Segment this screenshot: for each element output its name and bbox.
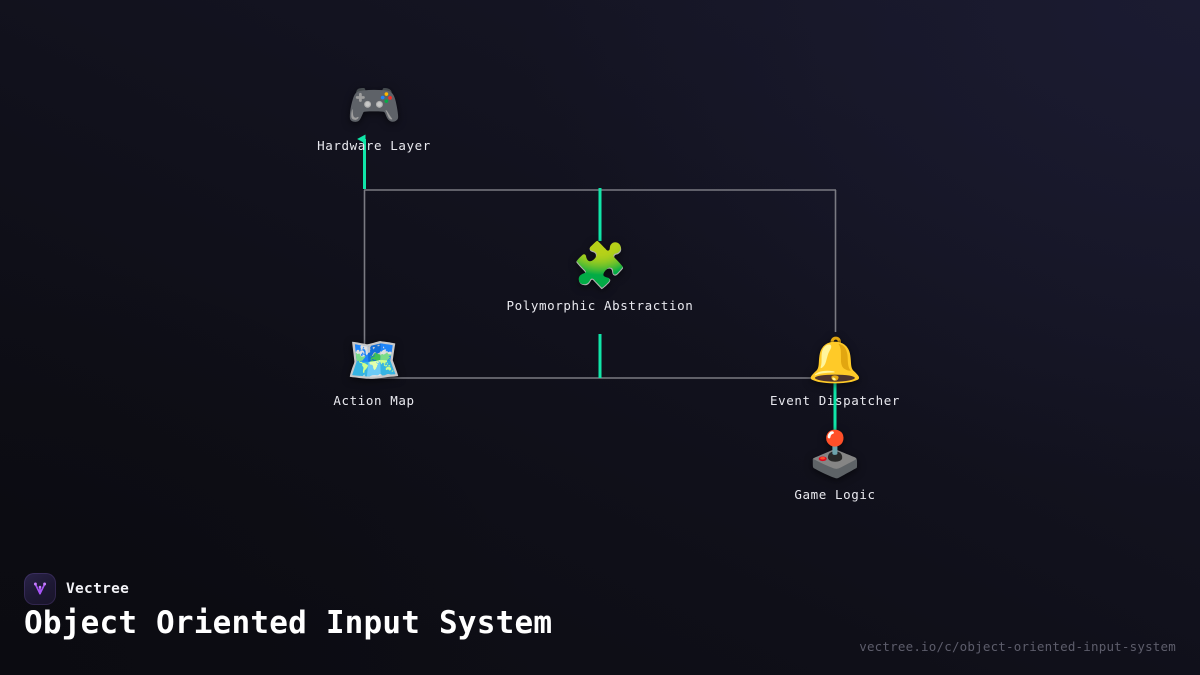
node-label-polymorphic-abstraction: Polymorphic Abstraction xyxy=(506,298,694,313)
video-game-controller-icon: 🎮 xyxy=(346,80,402,131)
puzzle-piece-icon: 🧩 xyxy=(572,240,628,291)
page-title: Object Oriented Input System xyxy=(24,605,553,641)
diagram-edges xyxy=(357,134,837,433)
world-map-icon: 🗺️ xyxy=(346,335,402,386)
node-label-game-logic: Game Logic xyxy=(794,487,876,502)
node-label-hardware-layer: Hardware Layer xyxy=(317,138,431,153)
bell-icon: 🔔 xyxy=(807,335,863,386)
node-action-map[interactable]: 🗺️ Action Map xyxy=(244,335,504,408)
flow-diagram: 🎮 Hardware Layer 🧩 Polymorphic Abstracti… xyxy=(244,80,965,502)
node-label-action-map: Action Map xyxy=(333,393,415,408)
vectree-logo-icon xyxy=(24,573,56,605)
node-hardware-layer[interactable]: 🎮 Hardware Layer xyxy=(244,80,504,153)
footer-url: vectree.io/c/object-oriented-input-syste… xyxy=(859,639,1176,654)
brand-name: Vectree xyxy=(66,581,130,597)
joystick-icon: 🕹️ xyxy=(807,429,863,480)
node-event-dispatcher[interactable]: 🔔 Event Dispatcher xyxy=(705,335,965,408)
footer: Vectree Object Oriented Input System vec… xyxy=(0,555,1200,675)
node-game-logic[interactable]: 🕹️ Game Logic xyxy=(705,429,965,502)
node-polymorphic-abstraction[interactable]: 🧩 Polymorphic Abstraction xyxy=(470,240,730,313)
brand[interactable]: Vectree xyxy=(24,573,129,605)
node-label-event-dispatcher: Event Dispatcher xyxy=(769,393,900,408)
